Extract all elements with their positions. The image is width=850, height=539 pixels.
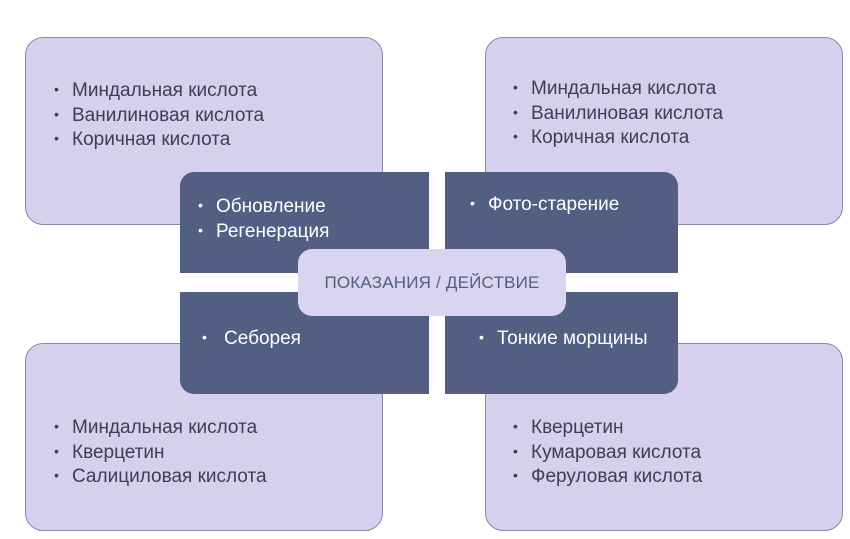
list-item: Регенерация <box>198 219 329 244</box>
list-item: Миндальная кислота <box>54 415 267 440</box>
list-item: Тонкие морщины <box>479 326 648 351</box>
list-item: Кверцетин <box>54 440 267 465</box>
list-item: Обновление <box>198 194 329 219</box>
list-item: Кумаровая кислота <box>513 440 702 465</box>
list-item: Феруловая кислота <box>513 464 702 489</box>
list-item: Коричная кислота <box>54 127 264 152</box>
list-item: Миндальная кислота <box>54 78 264 103</box>
list-item: Ванилиновая кислота <box>513 101 723 126</box>
center-label: ПОКАЗАНИЯ / ДЕЙСТВИЕ <box>298 249 566 316</box>
list-item: Ванилиновая кислота <box>54 103 264 128</box>
list-item: Салициловая кислота <box>54 464 267 489</box>
list-item: Себорея <box>202 326 301 351</box>
list-item: Фото-старение <box>470 192 619 217</box>
list-item: Миндальная кислота <box>513 76 723 101</box>
list-item: Коричная кислота <box>513 125 723 150</box>
list-item: Кверцетин <box>513 415 702 440</box>
